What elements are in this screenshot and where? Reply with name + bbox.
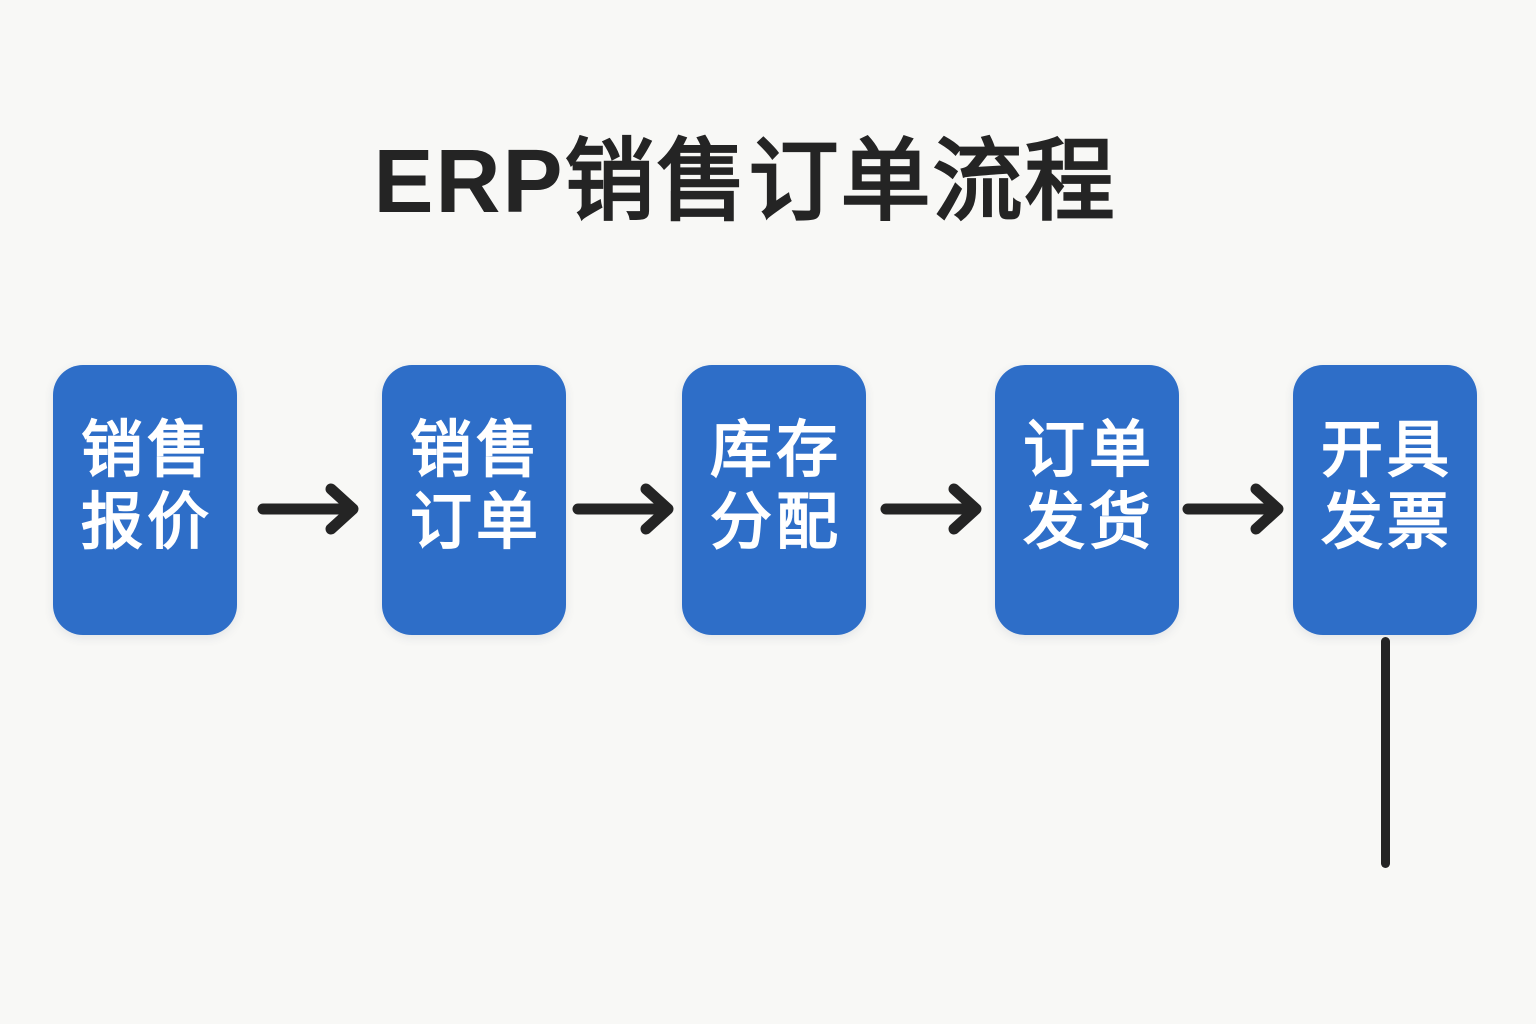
step-order-shipping: 订单 发货 <box>995 365 1179 635</box>
step-label-line1: 销售 <box>80 416 213 486</box>
step-label-line1: 库存 <box>709 416 842 486</box>
arrow-right-icon <box>1182 481 1286 537</box>
step-label-line2: 分配 <box>709 488 842 557</box>
step-label-line2: 发货 <box>1022 488 1155 557</box>
step-label-line2: 订单 <box>409 488 542 557</box>
continuation-line-down <box>1381 637 1390 868</box>
step-label-line1: 销售 <box>409 416 542 486</box>
diagram-title: ERP销售订单流程 <box>373 132 1117 232</box>
step-invoicing: 开具 发票 <box>1293 365 1477 635</box>
step-label-line1: 订单 <box>1022 416 1155 486</box>
step-sales-order: 销售 订单 <box>382 365 566 635</box>
arrow-right-icon <box>880 481 984 537</box>
arrow-right-icon <box>572 481 676 537</box>
step-label-line2: 报价 <box>80 488 213 557</box>
step-inventory-allocation: 库存 分配 <box>682 365 866 635</box>
step-sales-quote: 销售 报价 <box>53 365 237 635</box>
step-label-line1: 开具 <box>1320 416 1453 486</box>
step-label-line2: 发票 <box>1320 488 1453 557</box>
arrow-right-icon <box>257 481 361 537</box>
